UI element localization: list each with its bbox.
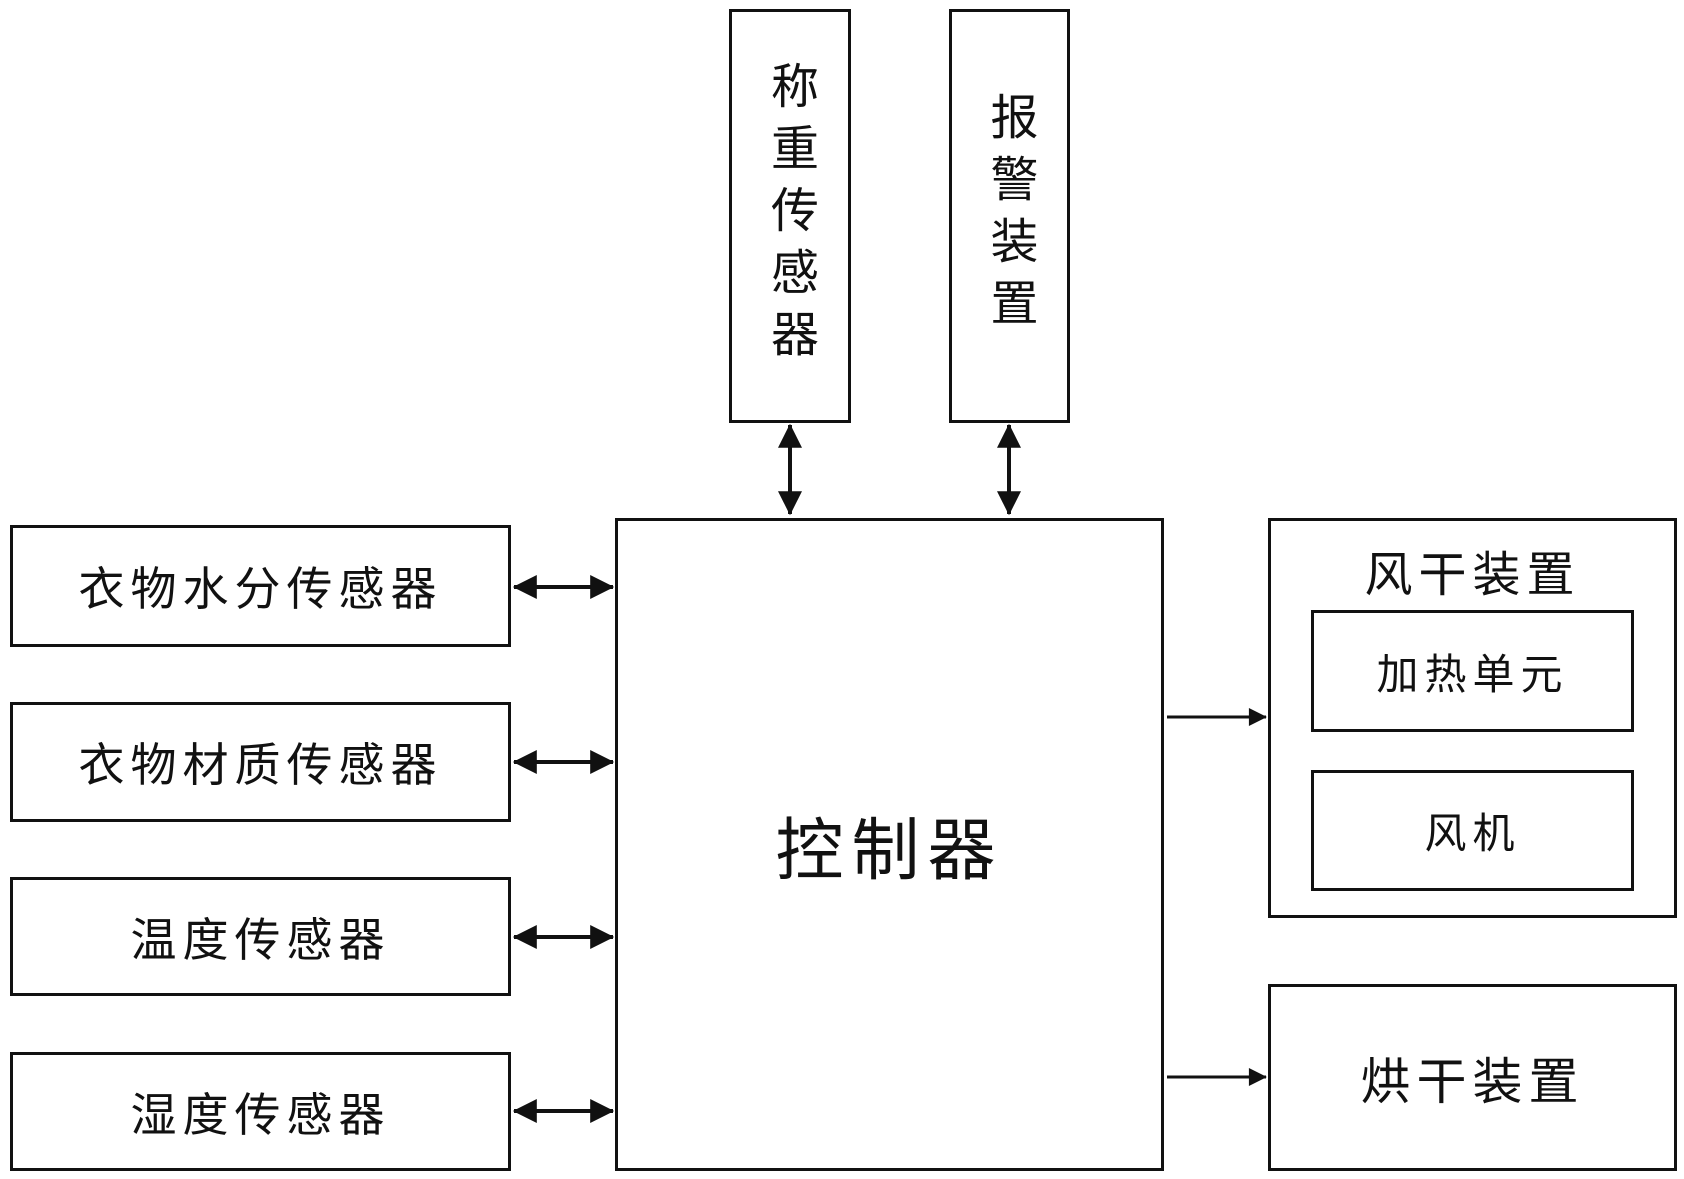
controller-box: 控制器 — [615, 518, 1164, 1171]
weighing-sensor-label: 称重传感器 — [762, 61, 818, 371]
humidity-sensor-2-label: 湿度传感器 — [130, 1087, 391, 1142]
alarm-device-box: 报警装置 — [949, 9, 1070, 423]
controller-label: 控制器 — [775, 812, 1004, 891]
clothes-material-sensor-box: 衣物材质传感器 — [10, 702, 511, 822]
drying-device-box: 烘干装置 — [1268, 984, 1677, 1171]
humidity-sensor-1-label: 温度传感器 — [130, 912, 391, 967]
heating-unit-box: 加热单元 — [1311, 610, 1634, 732]
air-dry-device-label: 风干装置 — [1364, 547, 1581, 603]
clothes-material-sensor-label: 衣物材质传感器 — [78, 738, 443, 792]
fan-box: 风机 — [1311, 770, 1634, 891]
fan-label: 风机 — [1424, 809, 1521, 858]
drying-device-label: 烘干装置 — [1360, 1052, 1585, 1111]
weighing-sensor-box: 称重传感器 — [729, 9, 851, 423]
clothes-moisture-sensor-box: 衣物水分传感器 — [10, 525, 511, 647]
humidity-sensor-1-box: 温度传感器 — [10, 877, 511, 996]
alarm-device-label: 报警装置 — [981, 92, 1038, 340]
clothes-moisture-sensor-label: 衣物水分传感器 — [78, 562, 443, 616]
humidity-sensor-2-box: 湿度传感器 — [10, 1052, 511, 1171]
heating-unit-label: 加热单元 — [1376, 649, 1569, 699]
